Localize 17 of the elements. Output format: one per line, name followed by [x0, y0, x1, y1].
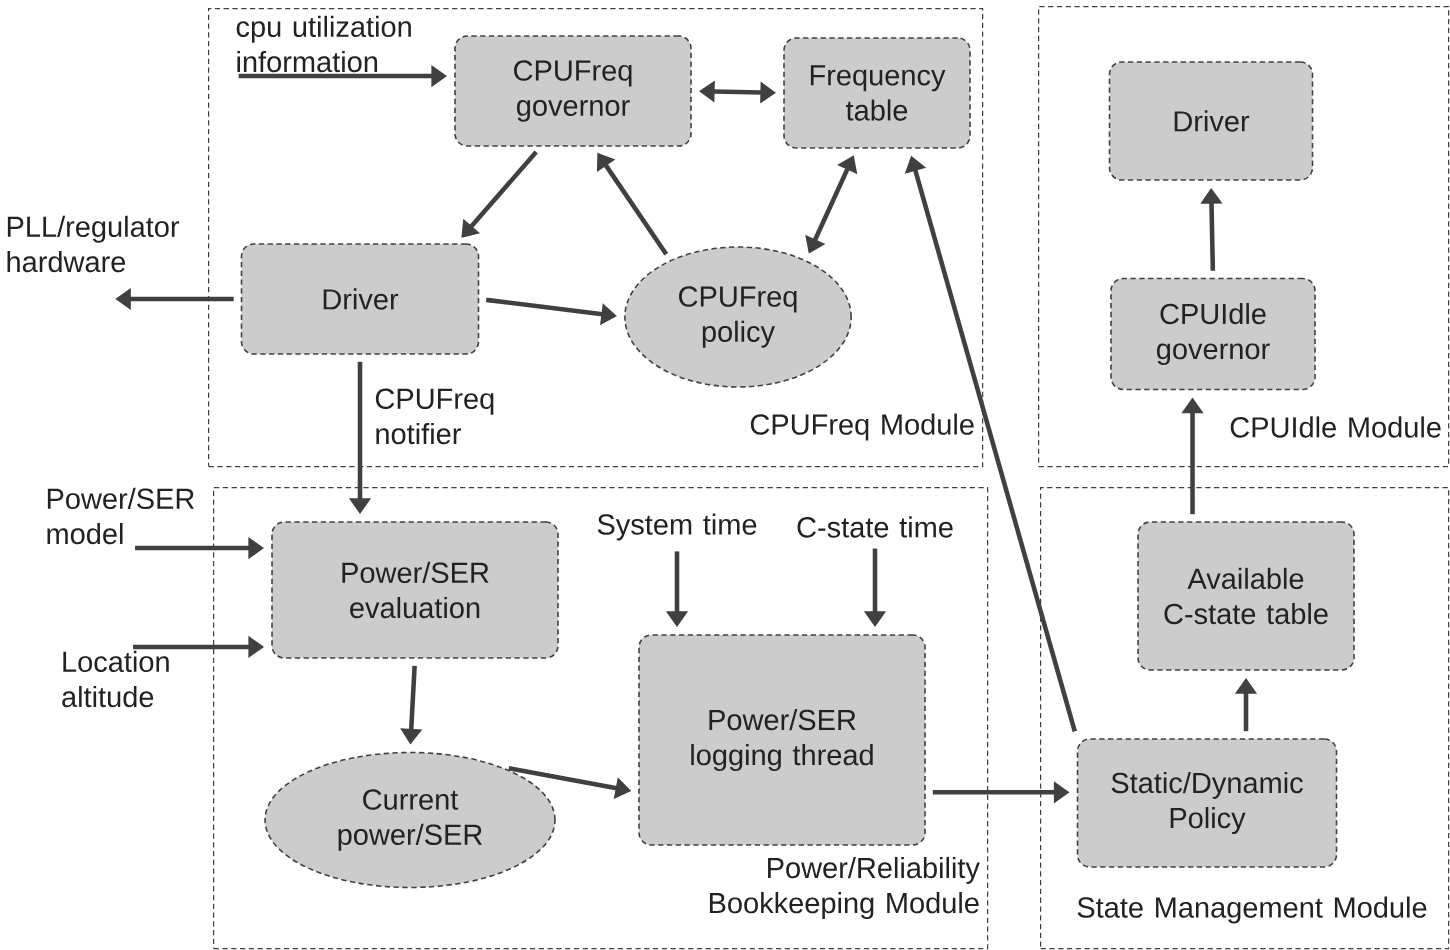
process-box: Static/Dynamic Policy [1076, 738, 1338, 868]
process-box: Power/SER logging thread [638, 634, 926, 846]
process-box: Driver [1108, 61, 1314, 181]
process-box: Power/SER evaluation [271, 521, 559, 659]
process-box: Driver [240, 243, 480, 355]
process-box: CPUIdle governor [1110, 277, 1316, 391]
process-box: Frequency table [783, 37, 971, 149]
input-text: PLL/regulator hardware [7, 215, 180, 273]
input-text: C-state time [797, 516, 953, 538]
process-box: CPUFreq governor [454, 35, 692, 147]
input-text: System time [597, 513, 757, 541]
edge-label: CPUFreq notifier [370, 385, 503, 448]
input-text: Location altitude [62, 650, 169, 708]
arrow [461, 150, 538, 238]
input-text: Power/SER model [47, 487, 194, 545]
input-text: cpu utilization information [236, 15, 411, 73]
process-box: Available C-state table [1137, 521, 1355, 671]
